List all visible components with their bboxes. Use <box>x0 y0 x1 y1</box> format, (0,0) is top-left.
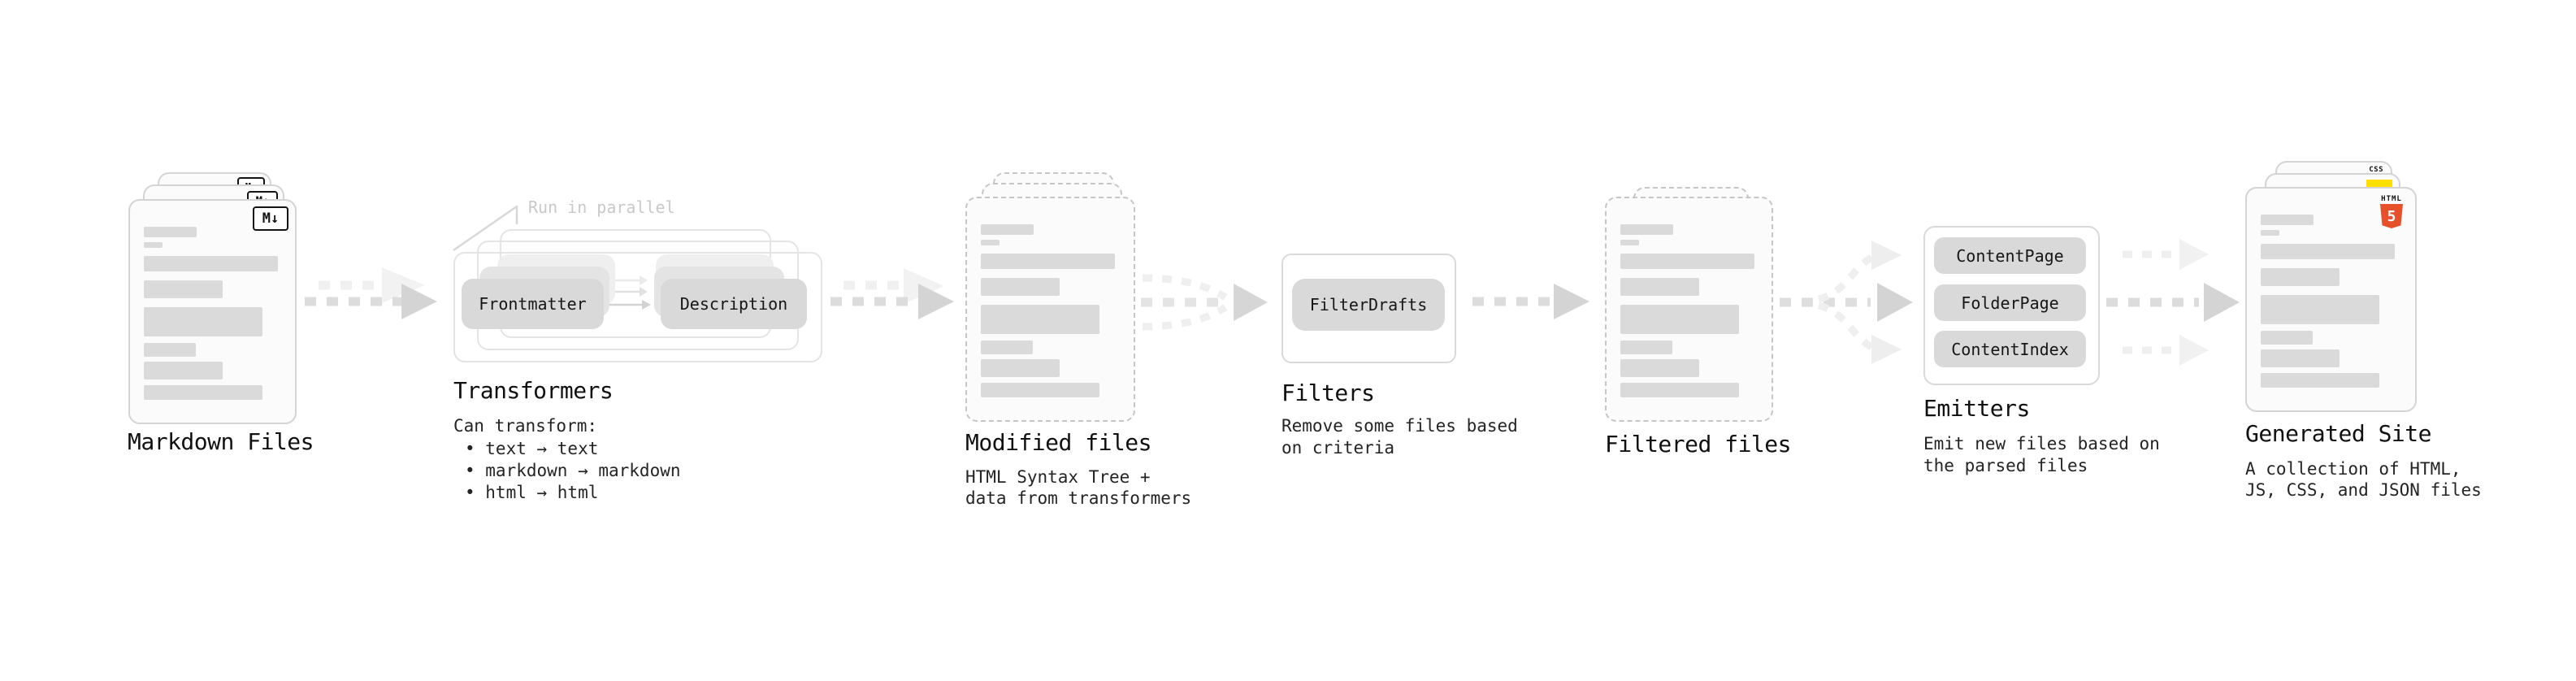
filter-drafts-pill: FilterDrafts <box>1292 279 1445 331</box>
text-line-placeholder <box>1620 224 1673 235</box>
text-line-placeholder <box>144 256 278 271</box>
text-line-placeholder <box>144 280 223 298</box>
arrow-markdown-to-transformers <box>305 267 437 319</box>
modified-file-card-front <box>965 197 1135 422</box>
markdown-files-title: Markdown Files <box>128 428 314 455</box>
text-line-placeholder <box>144 307 262 336</box>
filtered-files-title: Filtered files <box>1605 431 1792 458</box>
text-line-placeholder <box>2261 295 2379 324</box>
emitters-description: the parsed files <box>1923 456 2088 475</box>
markdown-icon-glyph: M↓ <box>262 210 280 227</box>
text-line-placeholder <box>2261 349 2340 367</box>
text-line-placeholder <box>1620 359 1699 377</box>
arrow-emitters-to-generated <box>2106 239 2240 366</box>
frontmatter-pill: Frontmatter <box>462 279 604 329</box>
transformer-box-front <box>453 252 822 362</box>
arrow-filters-to-filtered <box>1472 284 1589 319</box>
transformers-subtitle: Can transform: <box>453 416 598 436</box>
html5-icon: HTML 5 <box>2378 195 2405 228</box>
text-line-placeholder <box>981 340 1033 354</box>
markdown-icon: M↓ <box>253 206 288 231</box>
text-line-placeholder <box>2261 373 2379 388</box>
run-in-parallel-annotation: Run in parallel <box>528 197 675 217</box>
text-line-placeholder <box>2261 230 2279 236</box>
filters-description: Remove some files based <box>1281 416 1518 436</box>
text-line-placeholder <box>2261 331 2313 345</box>
text-line-placeholder <box>144 362 223 380</box>
text-line-placeholder <box>144 385 262 400</box>
transformers-bullet: • markdown → markdown <box>465 461 681 480</box>
text-line-placeholder <box>981 278 1060 296</box>
text-line-placeholder <box>2261 244 2395 259</box>
text-line-placeholder <box>1620 240 1639 245</box>
generated-site-title: Generated Site <box>2245 420 2432 447</box>
transformers-bullet: • html → html <box>465 483 599 502</box>
text-line-placeholder <box>1620 383 1739 397</box>
text-line-placeholder <box>1620 254 1754 269</box>
modified-files-title: Modified files <box>965 429 1152 456</box>
text-line-placeholder <box>144 242 163 248</box>
text-line-placeholder <box>981 254 1115 269</box>
arrow-modified-to-filters-merge <box>1141 274 1268 331</box>
modified-files-description: HTML Syntax Tree + <box>965 467 1151 487</box>
text-line-placeholder <box>981 359 1060 377</box>
emitter-pill-content-page: ContentPage <box>1934 237 2086 274</box>
text-line-placeholder <box>2261 268 2340 286</box>
css-icon-label: CSS <box>2369 166 2383 174</box>
text-line-placeholder <box>981 240 1000 245</box>
text-line-placeholder <box>144 343 196 357</box>
html5-icon-shield: 5 <box>2380 204 2403 228</box>
text-line-placeholder <box>1620 278 1699 296</box>
text-line-placeholder <box>981 305 1099 334</box>
html5-icon-number: 5 <box>2387 207 2396 225</box>
arrow-transformers-to-modified <box>830 268 954 319</box>
text-line-placeholder <box>144 227 197 237</box>
description-pill: Description <box>661 279 807 329</box>
modified-files-description: data from transformers <box>965 488 1192 508</box>
text-line-placeholder <box>2261 215 2314 225</box>
emitter-pill-content-index: ContentIndex <box>1934 331 2086 367</box>
emitters-description: Emit new files based on <box>1923 434 2160 453</box>
arrow-filtered-to-emitters-split <box>1780 241 1913 364</box>
filters-title: Filters <box>1281 380 1375 406</box>
generated-site-description: A collection of HTML, <box>2245 459 2461 479</box>
transformers-bullet: • text → text <box>465 439 599 458</box>
filters-description: on criteria <box>1281 438 1395 458</box>
text-line-placeholder <box>981 224 1034 235</box>
text-line-placeholder <box>1620 305 1739 334</box>
markdown-file-card-front: M↓ <box>128 199 297 424</box>
text-line-placeholder <box>1620 340 1672 354</box>
emitter-pill-folder-page: FolderPage <box>1934 284 2086 321</box>
transformers-title: Transformers <box>453 377 614 404</box>
generated-site-description: JS, CSS, and JSON files <box>2245 480 2482 500</box>
emitters-title: Emitters <box>1923 395 2030 422</box>
text-line-placeholder <box>981 383 1099 397</box>
html5-icon-word: HTML <box>2381 195 2402 203</box>
filtered-file-card-front <box>1605 197 1773 422</box>
generated-file-card-html: HTML 5 <box>2245 187 2417 412</box>
